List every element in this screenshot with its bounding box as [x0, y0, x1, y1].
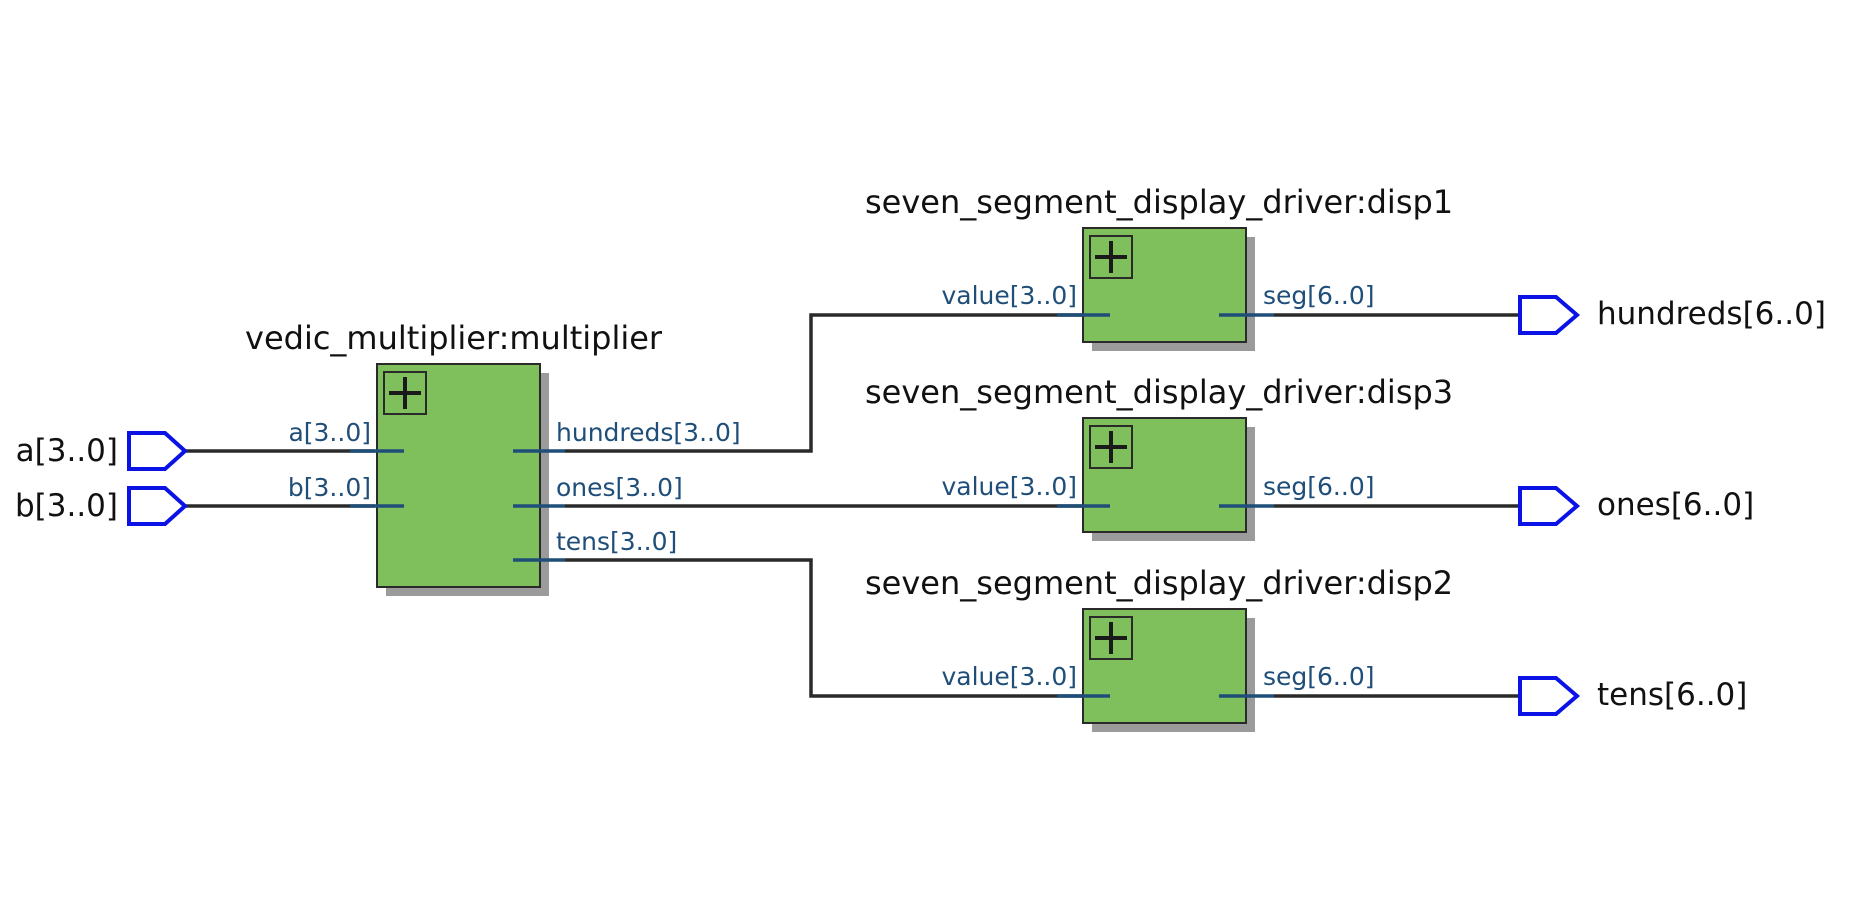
- input-pin-label: a[3..0]: [16, 433, 118, 469]
- input-pin-label: b[3..0]: [15, 488, 118, 524]
- output-pin-label: tens[6..0]: [1597, 677, 1747, 713]
- block-disp1[interactable]: seven_segment_display_driver:disp1 value…: [865, 183, 1453, 351]
- port-label-value: value[3..0]: [942, 281, 1078, 310]
- block-disp3[interactable]: seven_segment_display_driver:disp3 value…: [865, 373, 1453, 541]
- wire-tens: [565, 558, 1085, 698]
- block-multiplier[interactable]: vedic_multiplier:multiplier a[3..0] b[3.…: [245, 319, 741, 596]
- port-label-seg: seg[6..0]: [1263, 472, 1375, 501]
- expand-icon[interactable]: [1089, 616, 1133, 660]
- output-pin-icon: [1518, 676, 1581, 716]
- block-disp2[interactable]: seven_segment_display_driver:disp2 value…: [865, 564, 1453, 732]
- port-label-seg: seg[6..0]: [1263, 281, 1375, 310]
- input-pin-icon: [127, 486, 188, 526]
- block-title: seven_segment_display_driver:disp2: [865, 564, 1453, 602]
- port-label-hundreds: hundreds[3..0]: [556, 418, 741, 447]
- block-title: seven_segment_display_driver:disp3: [865, 373, 1453, 411]
- port-label-value: value[3..0]: [942, 472, 1078, 501]
- output-pin-tens[interactable]: tens[6..0]: [1518, 676, 1747, 716]
- output-pin-label: ones[6..0]: [1597, 487, 1754, 523]
- block-title: seven_segment_display_driver:disp1: [865, 183, 1453, 221]
- wire-hundreds: [565, 313, 1085, 453]
- block-title: vedic_multiplier:multiplier: [245, 319, 663, 357]
- output-pin-ones[interactable]: ones[6..0]: [1518, 486, 1754, 526]
- output-pin-icon: [1518, 486, 1581, 526]
- input-pin-a[interactable]: a[3..0]: [16, 431, 188, 471]
- port-label-seg: seg[6..0]: [1263, 662, 1375, 691]
- port-label-b: b[3..0]: [288, 473, 371, 502]
- output-pin-label: hundreds[6..0]: [1597, 296, 1826, 332]
- output-pin-icon: [1518, 295, 1581, 335]
- port-label-value: value[3..0]: [942, 662, 1078, 691]
- port-label-ones: ones[3..0]: [556, 473, 683, 502]
- expand-icon[interactable]: [1089, 425, 1133, 469]
- port-label-a: a[3..0]: [288, 418, 371, 447]
- input-pin-b[interactable]: b[3..0]: [15, 486, 188, 526]
- input-pin-icon: [127, 431, 188, 471]
- expand-icon[interactable]: [383, 371, 427, 415]
- output-pin-hundreds[interactable]: hundreds[6..0]: [1518, 295, 1826, 335]
- port-label-tens: tens[3..0]: [556, 527, 677, 556]
- expand-icon[interactable]: [1089, 235, 1133, 279]
- wires: [185, 313, 1520, 698]
